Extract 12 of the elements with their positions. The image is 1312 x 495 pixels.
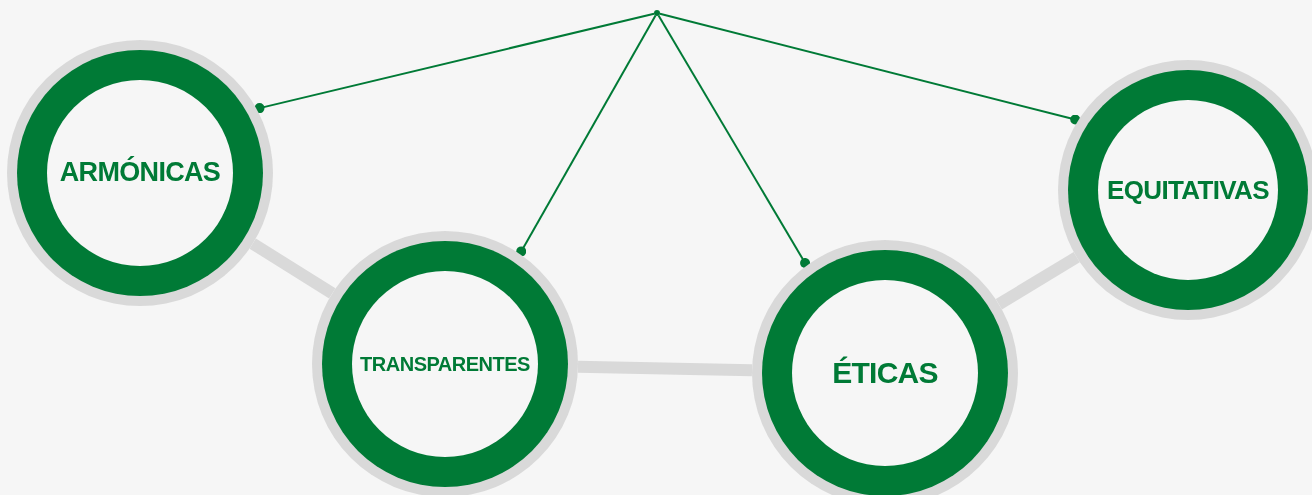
leader-line <box>657 14 811 268</box>
leader-line <box>516 14 657 257</box>
leader-line <box>254 12 656 114</box>
node-label: ARMÓNICAS <box>59 156 221 190</box>
node-label: ÉTICAS <box>832 355 938 392</box>
connector-band <box>995 252 1080 310</box>
leader-line <box>658 12 1081 125</box>
node-label: EQUITATIVAS <box>1107 173 1269 207</box>
connector-band <box>577 360 753 377</box>
junction-point <box>654 10 660 16</box>
connector-band <box>249 238 336 299</box>
node-label: TRANSPARENTES <box>360 351 530 377</box>
